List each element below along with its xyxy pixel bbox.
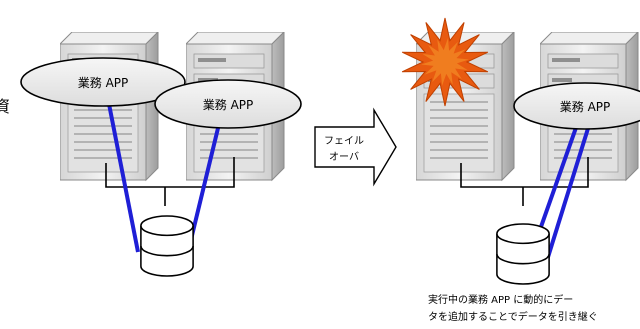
app-label: 業務 APP [78, 76, 129, 90]
caption-line: タを追加することでデータを引き継ぐ [428, 310, 598, 323]
database-icon [496, 223, 550, 285]
data-link-line [542, 121, 592, 271]
app-label: 業務 APP [203, 98, 254, 112]
network-line [460, 157, 589, 188]
failover-label: オーバ [329, 151, 359, 163]
after-cluster: 業務 APP [401, 17, 640, 285]
app-ellipse: 業務 APP [20, 57, 186, 107]
edge-text: 資 [0, 97, 10, 116]
caption-line: 実行中の業務 APP に動的にデー [428, 293, 573, 306]
database-icon [140, 215, 194, 277]
app-ellipse: 業務 APP [513, 82, 640, 130]
arrow-right-icon [314, 107, 397, 187]
network-line [105, 157, 235, 188]
before-cluster: 業務 APP 業務 APP [20, 32, 302, 277]
data-link-line [107, 103, 140, 253]
failover-arrow: フェイル オーバ [314, 107, 397, 187]
app-ellipse: 業務 APP [154, 79, 302, 129]
app-label: 業務 APP [560, 100, 611, 114]
failover-label: フェイル [324, 136, 364, 147]
explosion-icon [401, 17, 489, 107]
